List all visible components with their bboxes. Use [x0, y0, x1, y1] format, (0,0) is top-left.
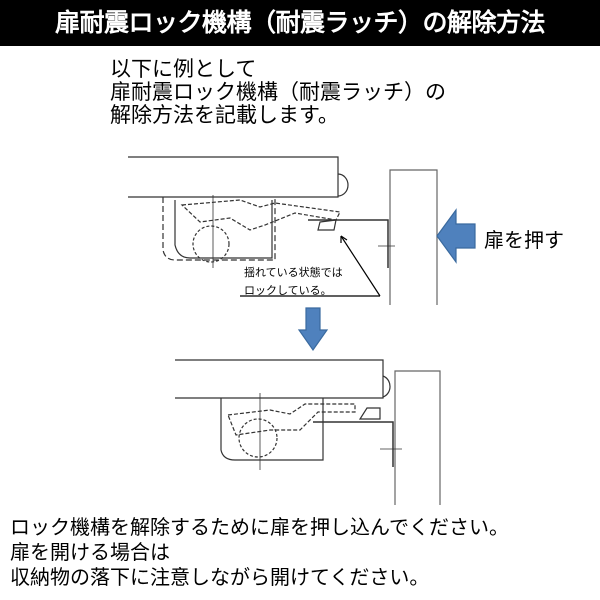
- frame-panel: [394, 370, 441, 505]
- instruction-line: ロック機構を解除するために扉を押し込んでください。: [10, 515, 509, 539]
- latch-lever: [227, 403, 356, 436]
- door-panel: [175, 359, 384, 399]
- latch-hook: [358, 407, 381, 420]
- page-title: 扉耐震ロック機構（耐震ラッチ）の解除方法: [0, 0, 600, 46]
- down-arrow-icon: [297, 307, 329, 352]
- lock-note: 揺れている状態では ロックしている。: [244, 264, 343, 300]
- note-line: 揺れている状態では: [244, 266, 343, 279]
- door-bump: [382, 375, 391, 398]
- note-pointer: [340, 235, 381, 297]
- latch-hook: [317, 219, 337, 231]
- locked-state-diagram: [128, 156, 476, 305]
- intro-line: 以下に例として: [110, 57, 257, 81]
- intro-line: 解除方法を記載します。: [110, 103, 339, 127]
- instruction-line: 扉を開ける場合は: [10, 540, 170, 564]
- intro-line: 扉耐震ロック機構（耐震ラッチ）の: [110, 80, 446, 104]
- push-arrow-icon: [436, 208, 476, 264]
- door-bump: [337, 173, 349, 197]
- latch-roller: [238, 418, 278, 458]
- latch-bracket: [308, 219, 389, 268]
- door-panel: [128, 156, 339, 198]
- push-door-label: 扉を押す: [484, 228, 564, 252]
- latch-housing: [220, 398, 324, 461]
- intro-text: 以下に例として 扉耐震ロック機構（耐震ラッチ）の 解除方法を記載します。: [110, 58, 446, 127]
- instructions-text: ロック機構を解除するために扉を押し込んでください。 扉を開ける場合は 収納物の落…: [10, 515, 509, 590]
- latch-lever: [180, 199, 341, 231]
- frame-panel: [389, 169, 438, 305]
- note-line: ロックしている。: [244, 284, 332, 297]
- latch-roller: [192, 225, 230, 263]
- instruction-line: 収納物の落下に注意しながら開けてください。: [10, 565, 430, 589]
- released-state-diagram: [175, 359, 441, 505]
- latch-bracket: [313, 421, 394, 467]
